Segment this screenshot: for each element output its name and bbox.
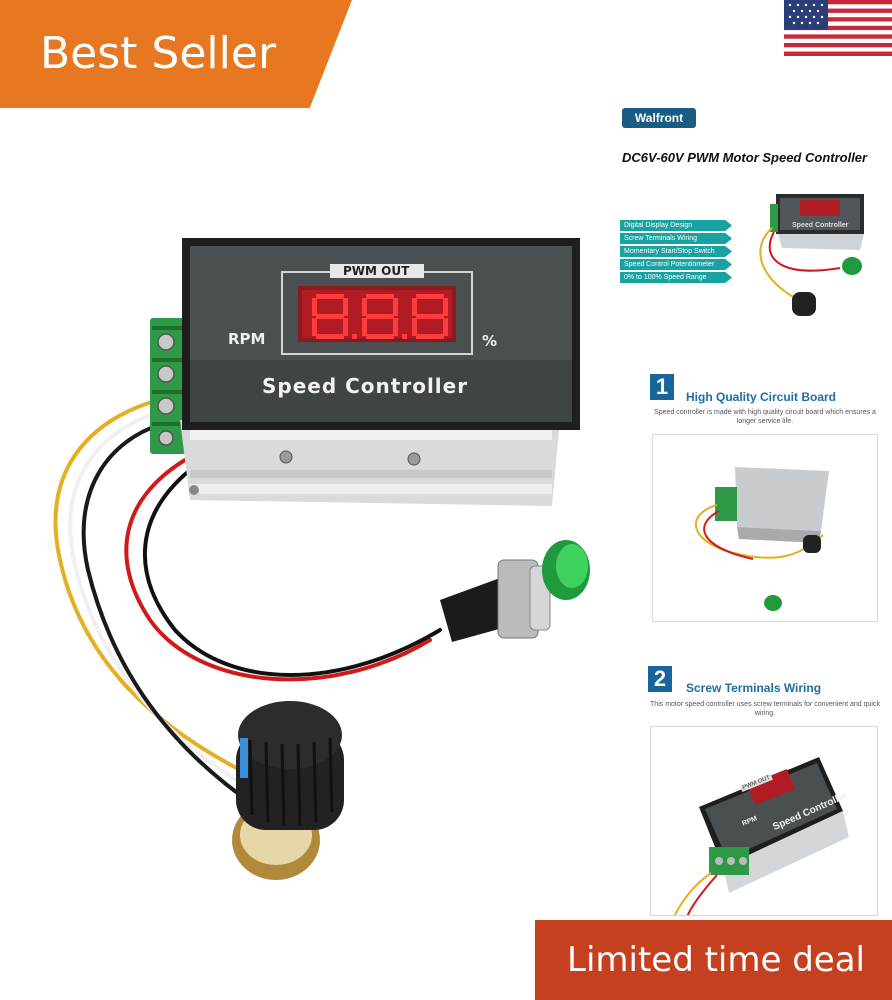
screw-terminals-image-frame <box>650 726 878 916</box>
best-seller-badge: Best Seller <box>0 0 352 108</box>
feature-item: 0% to 100% Speed Range <box>620 272 732 283</box>
feature-item: Momentary Start/Stop Switch <box>620 246 732 257</box>
feature-item: Digital Display Design <box>620 220 732 231</box>
best-seller-label: Best Seller <box>40 28 277 79</box>
circuit-board-image <box>695 467 829 611</box>
circuit-board-image-frame <box>652 434 878 622</box>
feature-list: Digital Display Design Screw Terminals W… <box>620 220 732 285</box>
percent-label: % <box>482 332 498 350</box>
limited-time-deal-label: Limited time deal <box>567 940 865 980</box>
limited-time-deal-badge: Limited time deal <box>535 920 892 1000</box>
product-title: DC6V-60V PWM Motor Speed Controller <box>622 150 868 165</box>
screw-terminal-block <box>150 318 186 454</box>
section-description: This motor speed controller uses screw t… <box>650 701 880 717</box>
rpm-label: RPM <box>228 330 266 348</box>
feature-item: Speed Control Potentiometer <box>620 259 732 270</box>
display-header: PWM OUT <box>343 264 410 278</box>
led-digits <box>312 294 448 339</box>
section-description: Speed controller is made with high quali… <box>654 409 876 425</box>
thumb-panel-label: Speed Controller <box>792 222 849 229</box>
brand-badge: Walfront <box>622 108 696 128</box>
panel-label: Speed Controller <box>262 374 469 398</box>
section-title: High Quality Circuit Board <box>686 390 837 404</box>
screw-terminals-image <box>674 757 849 915</box>
start-stop-push-button <box>440 540 590 642</box>
aluminum-housing <box>180 420 560 506</box>
us-flag-icon <box>784 0 892 56</box>
section-number: 1 <box>650 374 674 400</box>
section-number: 2 <box>648 666 672 692</box>
feature-item: Screw Terminals Wiring <box>620 233 732 244</box>
feature-thumbnail-image <box>759 194 864 316</box>
product-image <box>53 238 590 880</box>
section-title: Screw Terminals Wiring <box>686 681 822 695</box>
potentiometer-knob <box>232 701 344 880</box>
wires <box>53 398 442 807</box>
